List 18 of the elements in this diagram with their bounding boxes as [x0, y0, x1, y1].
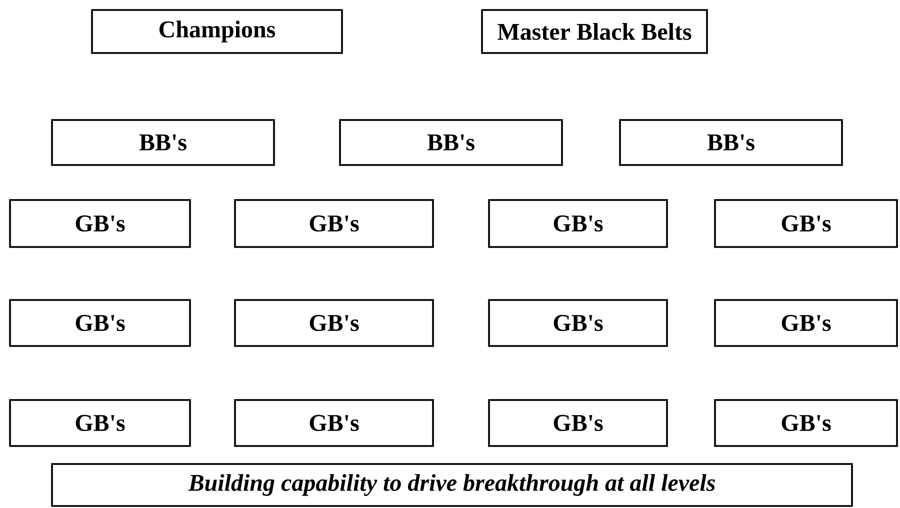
- role-box: GB's: [9, 399, 191, 447]
- role-box: BB's: [619, 119, 843, 166]
- role-box: GB's: [488, 199, 668, 248]
- role-box: GB's: [714, 199, 898, 248]
- role-box: GB's: [488, 299, 668, 347]
- role-box: BB's: [51, 119, 275, 166]
- caption-box: Building capability to drive breakthrough at all levels: [51, 463, 853, 507]
- role-box: GB's: [714, 399, 898, 447]
- role-box: GB's: [9, 199, 191, 248]
- role-box: GB's: [488, 399, 668, 447]
- role-box: BB's: [339, 119, 563, 166]
- role-box: Master Black Belts: [481, 9, 708, 54]
- role-box: GB's: [234, 199, 434, 248]
- role-box: Champions: [91, 9, 343, 54]
- role-box: GB's: [9, 299, 191, 347]
- role-box: GB's: [234, 299, 434, 347]
- role-box: GB's: [714, 299, 898, 347]
- role-box: GB's: [234, 399, 434, 447]
